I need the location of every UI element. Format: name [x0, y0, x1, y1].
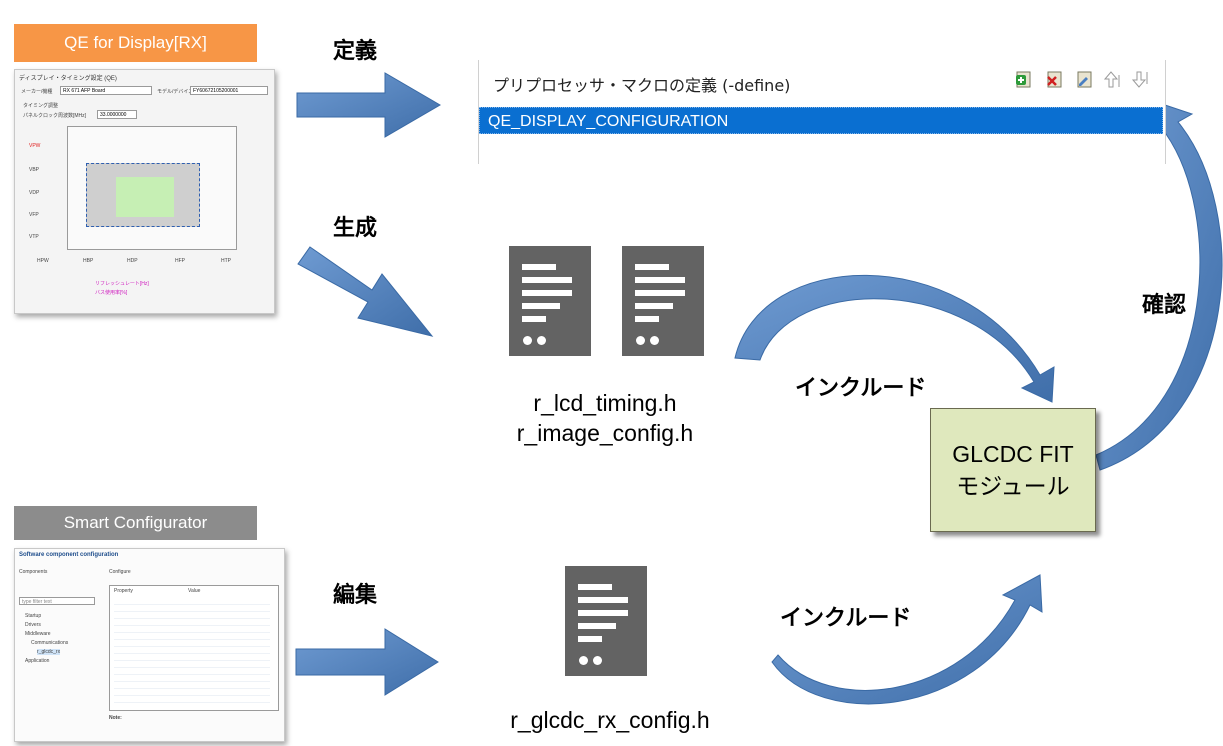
sc-thumb-filter: type filter text: [19, 597, 95, 605]
qe-thumb-board-label: メーカー/機種: [21, 89, 53, 95]
qe-thumb-model-select: FY60672105200001: [190, 86, 268, 95]
qe-for-display-tag: QE for Display[RX]: [14, 24, 257, 62]
include-label-bottom: インクルード: [780, 606, 912, 631]
define-label: 定義: [333, 39, 378, 64]
qe-thumb-result-refresh: リフレッシュレート[Hz]: [95, 281, 149, 287]
sc-thumb-tree-startup: Startup: [25, 613, 42, 619]
module-line1: GLCDC FIT: [952, 441, 1074, 467]
sc-thumb-tree-application: Application: [25, 658, 50, 664]
include-curve-bottom: [771, 574, 1043, 705]
define-macro-panel: プリプロセッサ・マクロの定義 (-define) QE_DISPLAY_CONF…: [478, 60, 1166, 164]
qe-thumb-model-label: モデル/デバイス: [157, 89, 194, 95]
sc-thumb-components-header: Components: [19, 569, 48, 575]
sc-thumb-title: Software component configuration: [19, 552, 119, 558]
qe-thumb-param-hpw: HPW: [37, 258, 49, 264]
sc-thumb-note: Note:: [109, 715, 122, 721]
qe-thumb-param-vfp: VFP: [29, 212, 39, 218]
qe-thumb-clock-value: 33.0000000: [97, 110, 137, 119]
qe-thumb-timing-label: タイミング調整: [23, 103, 59, 109]
qe-thumb-param-hbp: HBP: [83, 258, 94, 264]
sc-thumb-value-header: Value: [188, 588, 201, 594]
qe-thumb-param-vpw: VPW: [29, 143, 41, 149]
generate-arrow: [297, 246, 434, 337]
qe-thumb-timing-diagram: [67, 126, 237, 250]
move-up-icon[interactable]: [1103, 69, 1121, 89]
generate-label: 生成: [333, 216, 378, 241]
define-arrow: [296, 72, 441, 138]
sc-thumb-tree-drivers: Drivers: [25, 622, 41, 628]
define-selected-macro[interactable]: QE_DISPLAY_CONFIGURATION: [479, 107, 1163, 134]
qe-thumb-param-htp: HTP: [221, 258, 231, 264]
qe-thumb-param-hfp: HFP: [175, 258, 185, 264]
qe-thumb-display-area: [116, 177, 174, 217]
sc-screenshot-thumbnail: Software component configuration Compone…: [14, 548, 285, 742]
confirm-label: 確認: [1142, 293, 1187, 318]
sc-thumb-property-rows: [114, 598, 270, 704]
sc-thumb-tree-glcdc: r_glcdc_rx: [37, 649, 61, 655]
move-down-icon[interactable]: [1131, 69, 1149, 89]
file-icon-glcdc-config: [565, 566, 647, 676]
qe-thumb-result-bus: バス使用率[%]: [95, 290, 128, 296]
include-curve-top: [734, 274, 1055, 403]
qe-thumb-param-vdp: VDP: [29, 190, 40, 196]
qe-thumb-clock-label: パネルクロック周波数[MHz]: [23, 113, 87, 119]
file-label-glcdc-config: r_glcdc_rx_config.h: [510, 707, 710, 733]
qe-thumb-param-vbp: VBP: [29, 167, 40, 173]
qe-thumb-board-select: RX 671 AFP Board: [60, 86, 152, 95]
delete-icon[interactable]: [1045, 69, 1063, 89]
qe-thumb-param-hdp: HDP: [127, 258, 138, 264]
module-line2: モジュール: [956, 473, 1070, 499]
edit-label: 編集: [333, 583, 378, 608]
sc-thumb-tree-middleware: Middleware: [25, 631, 51, 637]
file-icon-timing: [509, 246, 591, 356]
file-icon-image-config: [622, 246, 704, 356]
qe-thumb-title: ディスプレイ・タイミング設定 (QE): [19, 76, 117, 82]
add-icon[interactable]: [1015, 69, 1033, 89]
qe-thumb-param-vtp: VTP: [29, 234, 39, 240]
define-panel-title: プリプロセッサ・マクロの定義 (-define): [493, 76, 791, 95]
sc-thumb-configure-header: Configure: [109, 569, 131, 575]
edit-icon[interactable]: [1075, 69, 1093, 89]
smart-configurator-tag: Smart Configurator: [14, 506, 257, 540]
edit-arrow: [295, 628, 439, 696]
sc-thumb-property-table: Property Value: [109, 585, 279, 711]
glcdc-fit-module-box: GLCDC FIT モジュール: [930, 408, 1096, 532]
file-label-group-generated: r_lcd_timing.h r_image_config.h: [460, 388, 750, 448]
sc-thumb-property-header: Property: [114, 588, 133, 594]
sc-thumb-tree-communications: Communications: [31, 640, 69, 646]
file-label-timing: r_lcd_timing.h: [533, 390, 677, 416]
file-label-image-config: r_image_config.h: [516, 420, 694, 446]
qe-screenshot-thumbnail: ディスプレイ・タイミング設定 (QE) メーカー/機種 RX 671 AFP B…: [14, 69, 275, 314]
include-label-top: インクルード: [795, 376, 927, 401]
